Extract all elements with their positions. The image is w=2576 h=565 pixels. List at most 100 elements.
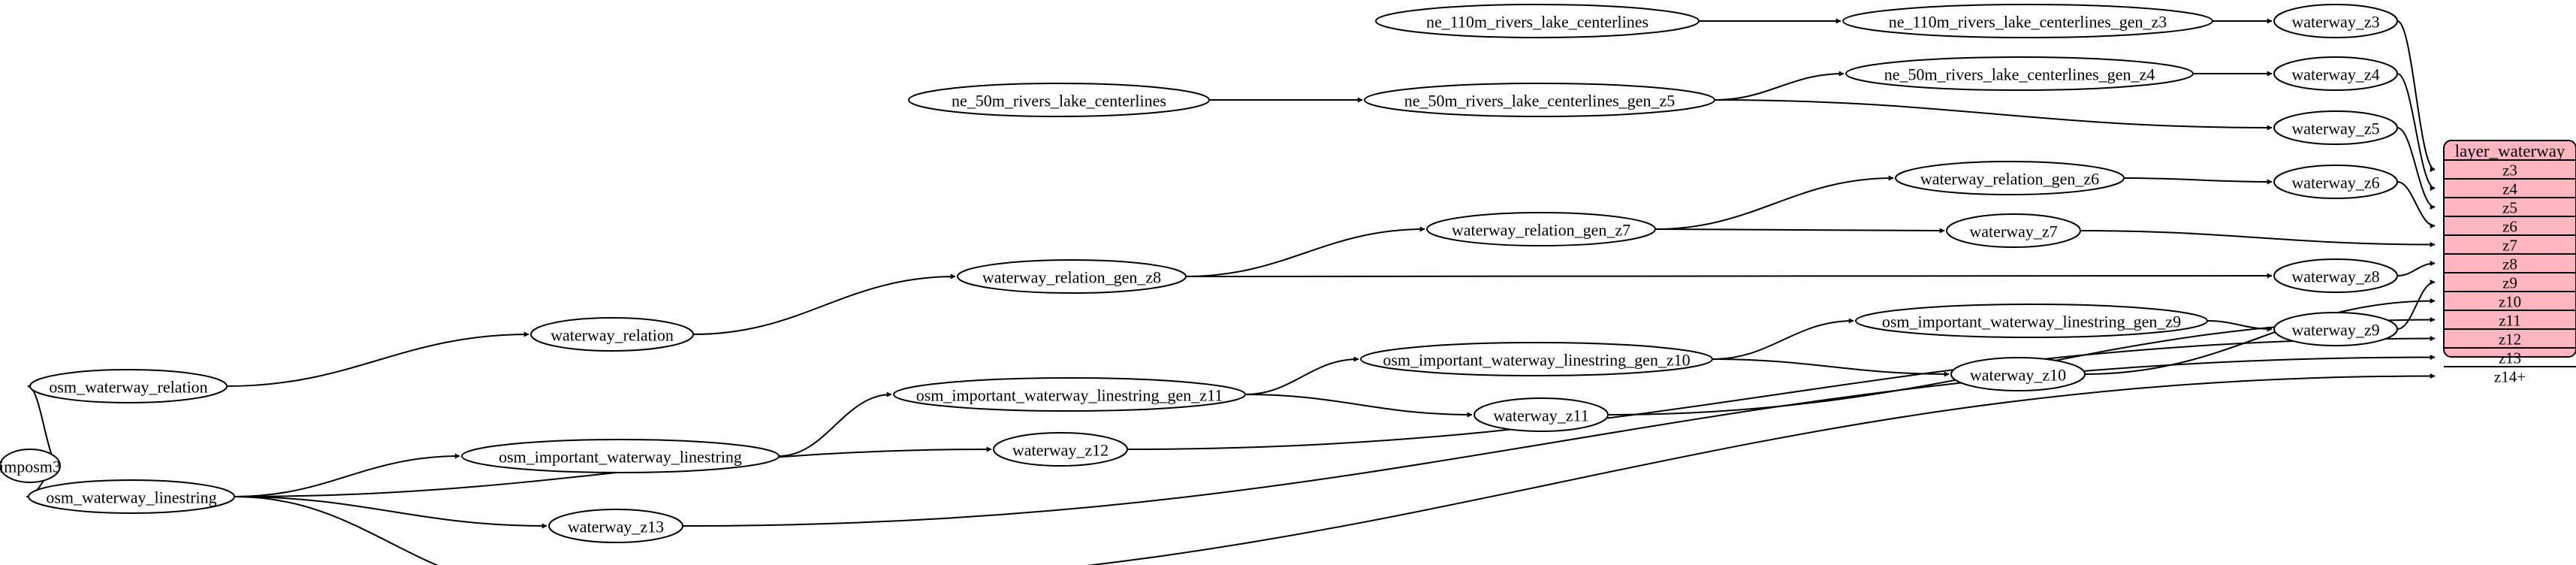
layer-row-z5[interactable]: z5 — [2502, 199, 2517, 217]
node-ellipse-osm_important_waterway_linestring_gen_z10[interactable] — [1360, 342, 1713, 376]
edge-waterway_z12-to-layer_waterway-z12 — [1127, 336, 2436, 450]
node-osm_waterway_relation[interactable]: osm_waterway_relation — [29, 369, 228, 403]
layer-row-z13[interactable]: z13 — [2499, 349, 2521, 367]
node-ellipse-waterway_z13[interactable] — [548, 509, 683, 543]
node-label-waterway_z11: waterway_z11 — [1493, 406, 1588, 425]
node-waterway_z10[interactable]: waterway_z10 — [1950, 357, 2086, 391]
node-ellipse-waterway_z8[interactable] — [2273, 258, 2398, 293]
node-ellipse-ne_50m_rivers_lake_centerlines_gen_z4[interactable] — [1845, 56, 2194, 91]
node-waterway_z5[interactable]: waterway_z5 — [2273, 110, 2398, 145]
node-ellipse-osm_waterway_relation[interactable] — [29, 369, 228, 403]
node-label-waterway_z6: waterway_z6 — [2291, 174, 2379, 192]
node-ellipse-imposm3[interactable] — [0, 449, 61, 483]
edge-waterway_z3-to-layer_waterway-z3 — [2397, 20, 2436, 172]
node-ellipse-osm_waterway_linestring[interactable] — [28, 479, 235, 514]
node-waterway_z3[interactable]: waterway_z3 — [2273, 4, 2398, 38]
layer-row-z3[interactable]: z3 — [2502, 162, 2517, 180]
node-label-ne_110m_rivers_lake_centerlines_gen_z3: ne_110m_rivers_lake_centerlines_gen_z3 — [1889, 13, 2167, 32]
edge-waterway_z7-to-layer_waterway-z7 — [2080, 230, 2436, 247]
node-waterway_z12[interactable]: waterway_z12 — [993, 432, 1128, 467]
node-ellipse-waterway_relation_gen_z8[interactable] — [957, 259, 1187, 294]
node-ellipse-waterway_z4[interactable] — [2273, 56, 2398, 91]
node-osm_important_waterway_linestring[interactable]: osm_important_waterway_linestring — [461, 439, 780, 473]
edge-waterway_relation_gen_z6-to-waterway_z6 — [2123, 177, 2273, 185]
node-label-ne_50m_rivers_lake_centerlines: ne_50m_rivers_lake_centerlines — [952, 92, 1166, 110]
node-ellipse-osm_important_waterway_linestring_gen_z9[interactable] — [1855, 304, 2208, 338]
node-osm_important_waterway_linestring_gen_z11[interactable]: osm_important_waterway_linestring_gen_z1… — [893, 377, 1246, 412]
node-label-waterway_z12: waterway_z12 — [1012, 441, 1109, 460]
node-ellipse-waterway_z3[interactable] — [2273, 4, 2398, 38]
node-ne_50m_rivers_lake_centerlines[interactable]: ne_50m_rivers_lake_centerlines — [908, 83, 1210, 117]
edge-waterway_z14-to-layer_waterway-z14+ — [1086, 373, 2436, 565]
node-ellipse-osm_important_waterway_linestring[interactable] — [461, 439, 780, 473]
layer-row-z6[interactable]: z6 — [2502, 218, 2517, 236]
node-waterway_z11[interactable]: waterway_z11 — [1474, 397, 1609, 432]
node-label-waterway_z5: waterway_z5 — [2291, 119, 2379, 138]
node-waterway_z13[interactable]: waterway_z13 — [548, 509, 683, 543]
node-imposm3[interactable]: imposm3 — [0, 449, 61, 483]
node-label-waterway_z3: waterway_z3 — [2291, 13, 2379, 32]
node-ellipse-ne_110m_rivers_lake_centerlines_gen_z3[interactable] — [1842, 4, 2213, 38]
node-ellipse-ne_50m_rivers_lake_centerlines[interactable] — [908, 83, 1210, 117]
node-waterway_z6[interactable]: waterway_z6 — [2273, 165, 2398, 199]
node-label-osm_important_waterway_linestring: osm_important_waterway_linestring — [499, 448, 742, 467]
node-waterway_z4[interactable]: waterway_z4 — [2273, 56, 2398, 91]
node-label-waterway_z7: waterway_z7 — [1969, 222, 2057, 241]
node-ellipse-waterway_z12[interactable] — [993, 432, 1128, 467]
node-label-ne_50m_rivers_lake_centerlines_gen_z5: ne_50m_rivers_lake_centerlines_gen_z5 — [1404, 92, 1675, 110]
node-waterway_relation_gen_z8[interactable]: waterway_relation_gen_z8 — [957, 259, 1187, 294]
edge-osm_important_waterway_linestring_gen_z9-to-waterway_z9 — [2206, 320, 2273, 332]
node-label-waterway_relation_gen_z7: waterway_relation_gen_z7 — [1452, 221, 1630, 240]
node-waterway_relation[interactable]: waterway_relation — [530, 317, 694, 352]
edge-ne_50m_rivers_lake_centerlines_gen_z5-to-ne_50m_rivers_lake_centerlines_gen_z4 — [1714, 71, 1845, 101]
layer-waterway-outline — [2443, 140, 2576, 358]
node-label-osm_waterway_relation: osm_waterway_relation — [49, 378, 207, 397]
node-ne_110m_rivers_lake_centerlines_gen_z3[interactable]: ne_110m_rivers_lake_centerlines_gen_z3 — [1842, 4, 2213, 38]
layer-row-z10[interactable]: z10 — [2499, 293, 2521, 311]
node-waterway_z8[interactable]: waterway_z8 — [2273, 258, 2398, 293]
node-ellipse-waterway_z9[interactable] — [2273, 312, 2398, 346]
node-ellipse-waterway_z11[interactable] — [1474, 397, 1609, 432]
layer-row-z8[interactable]: z8 — [2502, 255, 2517, 273]
edge-waterway_relation_gen_z7-to-waterway_relation_gen_z6 — [1654, 175, 1894, 230]
node-ne_50m_rivers_lake_centerlines_gen_z5[interactable]: ne_50m_rivers_lake_centerlines_gen_z5 — [1364, 83, 1715, 117]
edge-waterway_z8-to-layer_waterway-z8 — [2397, 261, 2436, 276]
node-ellipse-ne_50m_rivers_lake_centerlines_gen_z5[interactable] — [1364, 83, 1715, 117]
edge-waterway_z6-to-layer_waterway-z6 — [2397, 181, 2436, 228]
layer-waterway-title: layer_waterway — [2455, 142, 2565, 161]
node-ellipse-osm_important_waterway_linestring_gen_z11[interactable] — [893, 377, 1246, 412]
node-ne_110m_rivers_lake_centerlines[interactable]: ne_110m_rivers_lake_centerlines — [1375, 4, 1700, 38]
node-osm_important_waterway_linestring_gen_z9[interactable]: osm_important_waterway_linestring_gen_z9 — [1855, 304, 2208, 338]
node-ellipse-waterway_z6[interactable] — [2273, 165, 2398, 199]
node-ne_50m_rivers_lake_centerlines_gen_z4[interactable]: ne_50m_rivers_lake_centerlines_gen_z4 — [1845, 56, 2194, 91]
node-waterway_relation_gen_z6[interactable]: waterway_relation_gen_z6 — [1895, 161, 2125, 195]
layer-row-z12[interactable]: z12 — [2499, 331, 2521, 349]
edge-osm_important_waterway_linestring_gen_z10-to-osm_important_waterway_linestring_gen_z9 — [1712, 318, 1854, 360]
node-label-osm_important_waterway_linestring_gen_z10: osm_important_waterway_linestring_gen_z1… — [1383, 351, 1690, 370]
node-ellipse-waterway_relation_gen_z6[interactable] — [1895, 161, 2125, 195]
node-ellipse-waterway_relation[interactable] — [530, 317, 694, 352]
edge-waterway_relation_gen_z8-to-waterway_relation_gen_z7 — [1185, 226, 1425, 277]
node-ellipse-waterway_z7[interactable] — [1946, 213, 2081, 248]
node-label-ne_110m_rivers_lake_centerlines: ne_110m_rivers_lake_centerlines — [1426, 13, 1648, 32]
node-osm_waterway_linestring[interactable]: osm_waterway_linestring — [28, 479, 235, 514]
node-osm_important_waterway_linestring_gen_z10[interactable]: osm_important_waterway_linestring_gen_z1… — [1360, 342, 1713, 376]
layer-waterway-box: layer_waterwayz3z4z5z6z7z8z9z10z11z12z13… — [2443, 140, 2576, 386]
layer-row-z9[interactable]: z9 — [2502, 274, 2517, 292]
layer-row-z7[interactable]: z7 — [2502, 237, 2517, 255]
node-ellipse-waterway_relation_gen_z7[interactable] — [1426, 212, 1656, 246]
node-waterway_z9[interactable]: waterway_z9 — [2273, 312, 2398, 346]
layer-row-z11[interactable]: z11 — [2499, 312, 2521, 330]
node-waterway_relation_gen_z7[interactable]: waterway_relation_gen_z7 — [1426, 212, 1656, 246]
edge-waterway_z13-to-layer_waterway-z13 — [682, 355, 2436, 527]
node-waterway_z7[interactable]: waterway_z7 — [1946, 213, 2081, 248]
edge-osm_waterway_linestring-to-waterway_z13 — [234, 496, 547, 529]
edge-osm_waterway_relation-to-waterway_relation — [226, 331, 529, 387]
node-ellipse-ne_110m_rivers_lake_centerlines[interactable] — [1375, 4, 1700, 38]
layer-row-z4[interactable]: z4 — [2502, 180, 2517, 198]
edge-osm_important_waterway_linestring_gen_z11-to-osm_important_waterway_linestring_gen_z10 — [1244, 356, 1359, 395]
node-ellipse-waterway_z5[interactable] — [2273, 110, 2398, 145]
layer-row-z14+[interactable]: z14+ — [2494, 368, 2526, 386]
node-ellipse-waterway_z10[interactable] — [1950, 357, 2086, 391]
